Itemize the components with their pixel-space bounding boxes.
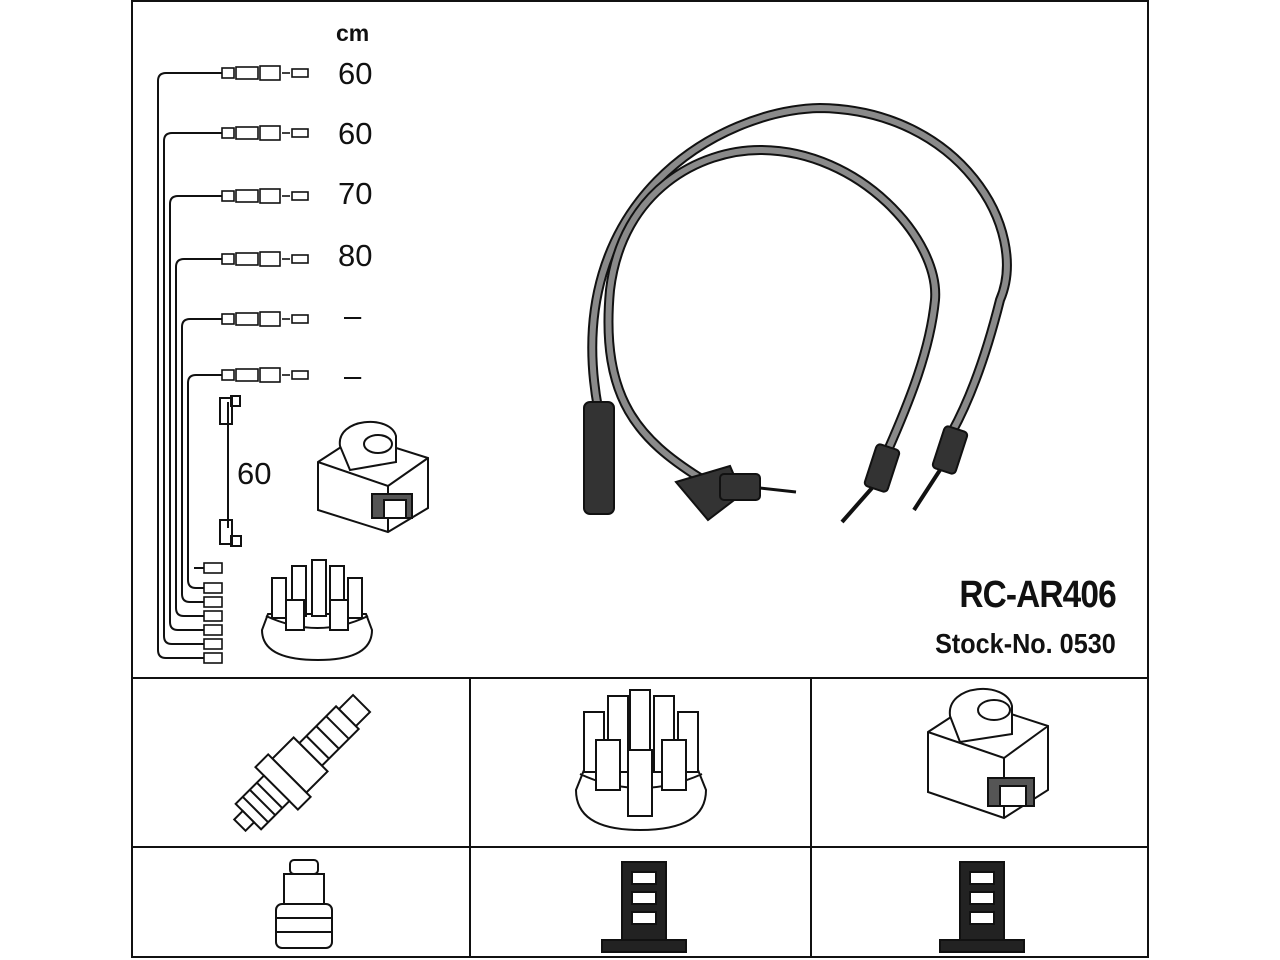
lead-length-5: –: [344, 298, 362, 333]
coil-wire: [219, 395, 242, 547]
lead-length-1: 60: [338, 56, 373, 91]
lead-connectors: [221, 65, 309, 383]
part-number: RC-AR406: [959, 574, 1117, 616]
spark-plug-icon: [232, 693, 372, 833]
coil-terminal-icon: [939, 861, 1025, 953]
lead-boots: [583, 401, 969, 524]
divider-lower: [131, 846, 1149, 848]
stock-number: Stock-No. 0530: [935, 628, 1116, 659]
ignition-leads: [587, 102, 1012, 483]
distributor-cap-icon: [574, 689, 708, 832]
divider-col-1: [469, 677, 471, 958]
cap-terminal-icon: [601, 861, 687, 953]
cap-terminals: [203, 562, 223, 664]
plug-terminal-icon: [275, 859, 333, 949]
unit-label: cm: [336, 20, 370, 46]
lead-length-2: 60: [338, 116, 373, 151]
diagram-sheet: [131, 0, 1149, 958]
lead-length-3: 70: [338, 176, 373, 211]
divider-col-2: [810, 677, 812, 958]
divider-main: [131, 677, 1149, 679]
distributor-cap-small: [260, 559, 374, 662]
ignition-coil-icon: [927, 687, 1049, 820]
lead-length-6: –: [344, 358, 362, 393]
ignition-coil-small: [317, 420, 429, 534]
lead-length-4: 80: [338, 238, 373, 273]
lead-bundle-lines: [157, 72, 222, 659]
coil-wire-length: 60: [237, 456, 272, 491]
